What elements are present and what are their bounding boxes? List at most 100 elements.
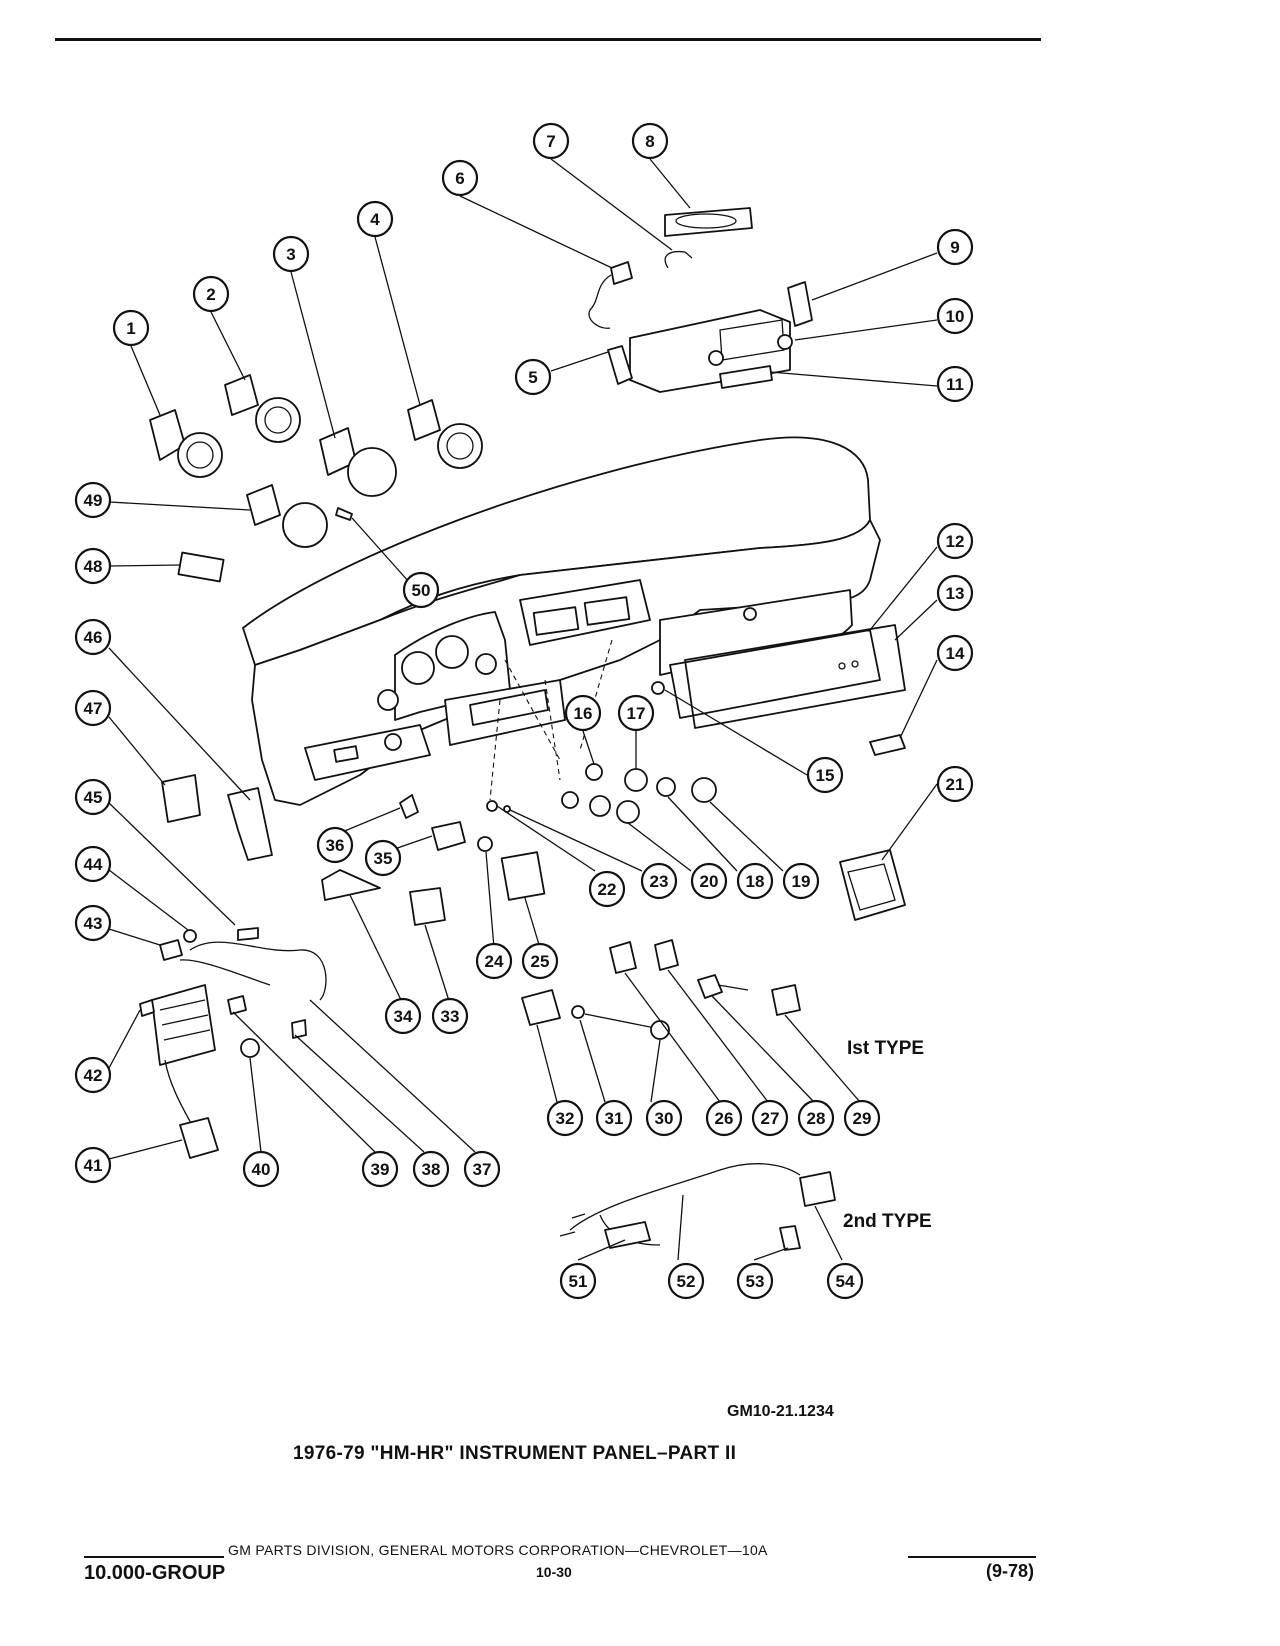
svg-text:47: 47 (84, 699, 103, 718)
callout-31: 31 (595, 1099, 633, 1137)
callout-20: 20 (690, 862, 728, 900)
callout-27: 27 (751, 1099, 789, 1137)
callout-44: 44 (74, 845, 112, 883)
callout-45: 45 (74, 778, 112, 816)
switch-parts (161, 774, 801, 1040)
gauge-parts (149, 374, 483, 583)
svg-text:1: 1 (126, 319, 135, 338)
figure-code: GM10-21.1234 (727, 1403, 834, 1420)
callout-37: 37 (463, 1150, 501, 1188)
glovebox-parts (651, 624, 906, 756)
svg-text:29: 29 (853, 1109, 872, 1128)
callout-48: 48 (74, 547, 112, 585)
svg-text:53: 53 (746, 1272, 765, 1291)
svg-text:20: 20 (700, 872, 719, 891)
svg-text:13: 13 (946, 584, 965, 603)
svg-text:3: 3 (286, 245, 295, 264)
svg-text:4: 4 (370, 210, 380, 229)
svg-text:22: 22 (598, 880, 617, 899)
svg-text:19: 19 (792, 872, 811, 891)
svg-text:31: 31 (605, 1109, 624, 1128)
svg-text:9: 9 (950, 238, 959, 257)
instrument-panel-drawing (242, 436, 881, 806)
footer-rule-right (908, 1556, 1036, 1558)
callout-46: 46 (74, 618, 112, 656)
callout-19: 19 (782, 862, 820, 900)
callout-34: 34 (384, 997, 422, 1035)
footer-group: 10.000-GROUP (84, 1562, 226, 1584)
callout-49: 49 (74, 481, 112, 519)
callout-41: 41 (74, 1146, 112, 1184)
callout-25: 25 (521, 942, 559, 980)
svg-text:23: 23 (650, 872, 669, 891)
svg-text:38: 38 (422, 1160, 441, 1179)
callout-16: 16 (564, 694, 602, 732)
svg-text:46: 46 (84, 628, 103, 647)
callout-53: 53 (736, 1262, 774, 1300)
callout-7: 7 (532, 122, 570, 160)
svg-text:54: 54 (836, 1272, 855, 1291)
assembly-lines (489, 639, 613, 801)
svg-text:39: 39 (371, 1160, 390, 1179)
svg-text:33: 33 (441, 1007, 460, 1026)
svg-text:12: 12 (946, 532, 965, 551)
svg-text:48: 48 (84, 557, 103, 576)
footer-rule-left (84, 1556, 224, 1558)
svg-text:30: 30 (655, 1109, 674, 1128)
svg-text:49: 49 (84, 491, 103, 510)
callout-47: 47 (74, 689, 112, 727)
svg-text:32: 32 (556, 1109, 575, 1128)
svg-text:15: 15 (816, 766, 835, 785)
callout-28: 28 (797, 1099, 835, 1137)
svg-text:28: 28 (807, 1109, 826, 1128)
svg-text:40: 40 (252, 1160, 271, 1179)
callout-14: 14 (936, 634, 974, 672)
svg-text:44: 44 (84, 855, 103, 874)
svg-text:25: 25 (531, 952, 550, 971)
callout-51: 51 (559, 1262, 597, 1300)
leader-lines (108, 158, 938, 1261)
callout-9: 9 (936, 228, 974, 266)
callout-22: 22 (588, 870, 626, 908)
callout-50: 50 (402, 571, 440, 609)
svg-text:14: 14 (946, 644, 965, 663)
svg-text:16: 16 (574, 704, 593, 723)
callout-4: 4 (356, 200, 394, 238)
callout-12: 12 (936, 522, 974, 560)
callout-43: 43 (74, 904, 112, 942)
callout-21: 21 (936, 765, 974, 803)
callout-10: 10 (936, 297, 974, 335)
callout-13: 13 (936, 574, 974, 612)
callout-26: 26 (705, 1099, 743, 1137)
svg-text:37: 37 (473, 1160, 492, 1179)
svg-text:26: 26 (715, 1109, 734, 1128)
footer-publisher-line: GM PARTS DIVISION, GENERAL MOTORS CORPOR… (228, 1542, 768, 1558)
callout-5: 5 (514, 358, 552, 396)
footer-page-number: 10-30 (536, 1564, 572, 1580)
callout-30: 30 (645, 1099, 683, 1137)
callout-24: 24 (475, 942, 513, 980)
svg-text:2: 2 (206, 285, 215, 304)
callout-15: 15 (806, 756, 844, 794)
callout-18: 18 (736, 862, 774, 900)
callout-52: 52 (667, 1262, 705, 1300)
svg-text:5: 5 (528, 368, 537, 387)
second-type-label: 2nd TYPE (843, 1211, 932, 1232)
svg-text:34: 34 (394, 1007, 413, 1026)
radio-parts (588, 207, 813, 393)
svg-text:6: 6 (455, 169, 464, 188)
callout-54: 54 (826, 1262, 864, 1300)
svg-text:18: 18 (746, 872, 765, 891)
svg-text:36: 36 (326, 836, 345, 855)
callout-17: 17 (617, 694, 655, 732)
svg-text:41: 41 (84, 1156, 103, 1175)
callout-6: 6 (441, 159, 479, 197)
callout-36: 36 (316, 826, 354, 864)
svg-text:11: 11 (946, 375, 964, 394)
callout-32: 32 (546, 1099, 584, 1137)
callout-35: 35 (364, 839, 402, 877)
callout-11: 11 (936, 365, 974, 403)
svg-text:51: 51 (569, 1272, 588, 1291)
callout-3: 3 (272, 235, 310, 273)
